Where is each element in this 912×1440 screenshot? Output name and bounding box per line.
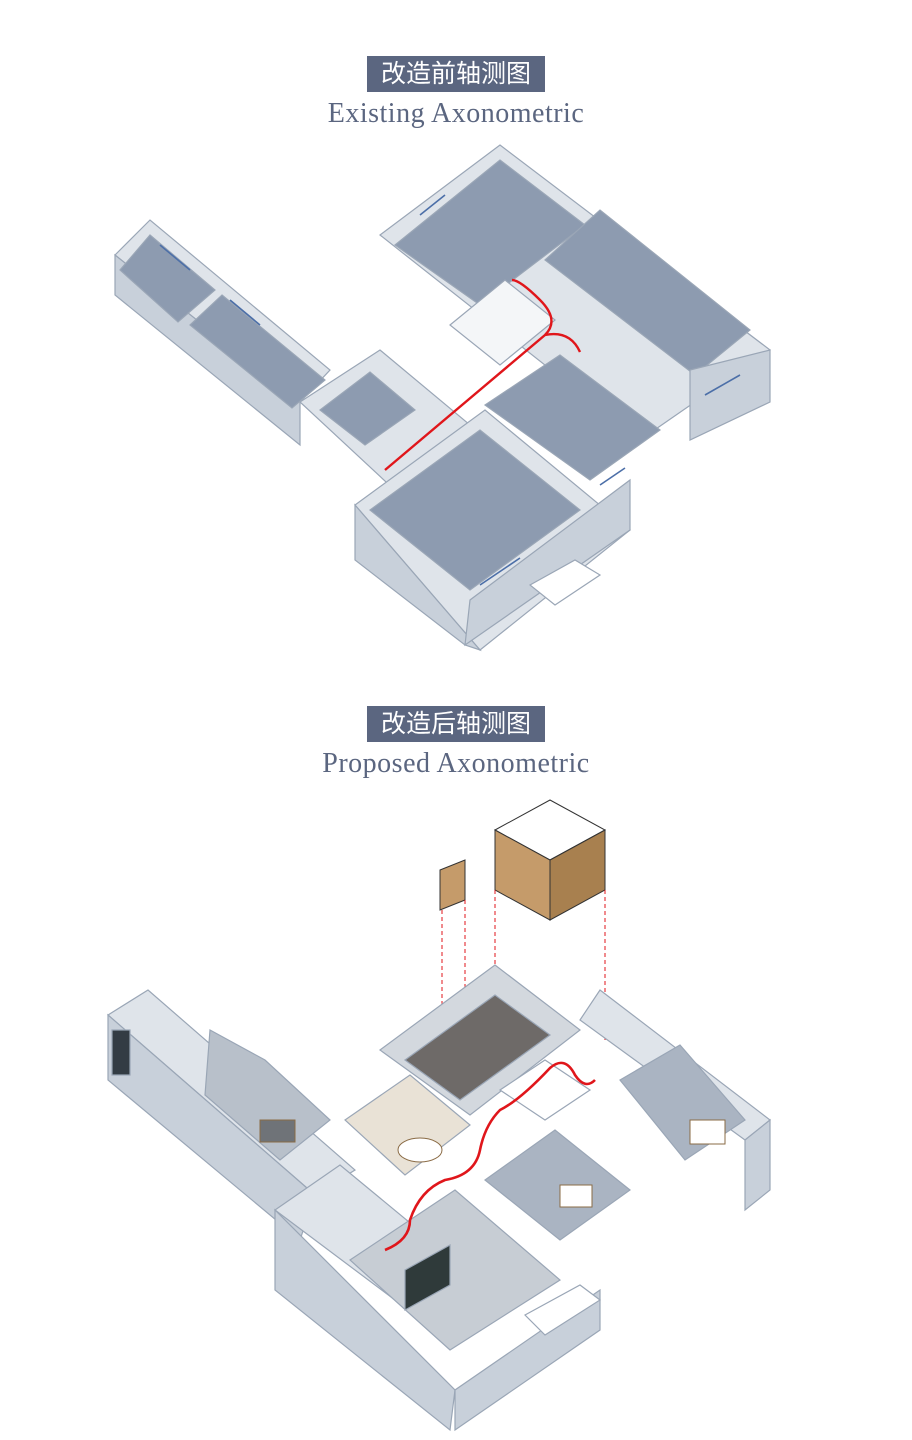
existing-title-zh: 改造前轴测图 — [366, 56, 546, 92]
proposed-title-zh: 改造后轴测图 — [366, 706, 546, 742]
proposed-title-en: Proposed Axonometric — [322, 748, 590, 779]
proposed-axonometric-drawing — [106, 799, 771, 1432]
existing-circulation-route — [384, 278, 582, 471]
existing-title-en: Existing Axonometric — [327, 98, 585, 129]
existing-floor-plan — [114, 144, 772, 652]
exploded-wall-panel — [439, 859, 466, 911]
exploded-wood-core — [493, 799, 607, 921]
existing-section: 改造前轴测图 Existing Axonometric — [0, 0, 912, 690]
proposed-furniture — [259, 1119, 726, 1208]
proposed-circulation-route — [384, 1061, 596, 1252]
existing-axonometric-drawing — [114, 144, 772, 652]
proposed-section: 改造后轴测图 Proposed Axonometric — [0, 690, 912, 1440]
proposed-floor-plan — [106, 964, 771, 1432]
existing-windows — [159, 194, 741, 586]
